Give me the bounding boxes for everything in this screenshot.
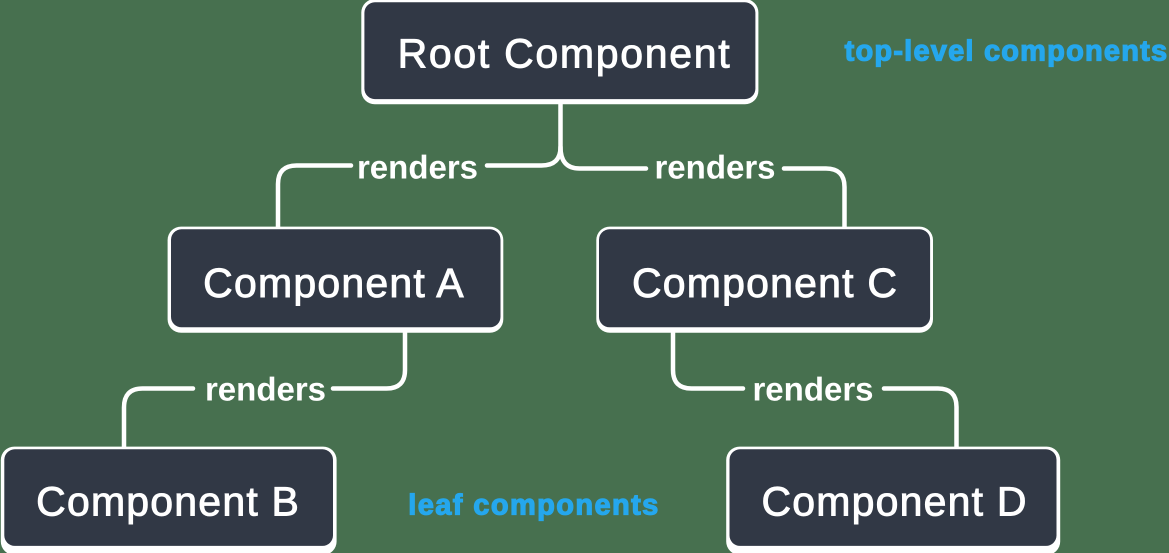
svg-text:renders: renders bbox=[654, 149, 775, 186]
svg-text:renders: renders bbox=[752, 371, 873, 408]
svg-text:Component C: Component C bbox=[632, 260, 898, 306]
svg-text:Root Component: Root Component bbox=[398, 31, 732, 77]
svg-text:Component D: Component D bbox=[762, 479, 1028, 525]
svg-text:renders: renders bbox=[205, 371, 326, 408]
svg-text:renders: renders bbox=[357, 149, 478, 186]
svg-text:Component A: Component A bbox=[203, 260, 465, 306]
svg-text:Component B: Component B bbox=[36, 479, 300, 525]
svg-text:top-level components: top-level components bbox=[845, 36, 1169, 68]
svg-text:leaf components: leaf components bbox=[408, 490, 659, 522]
